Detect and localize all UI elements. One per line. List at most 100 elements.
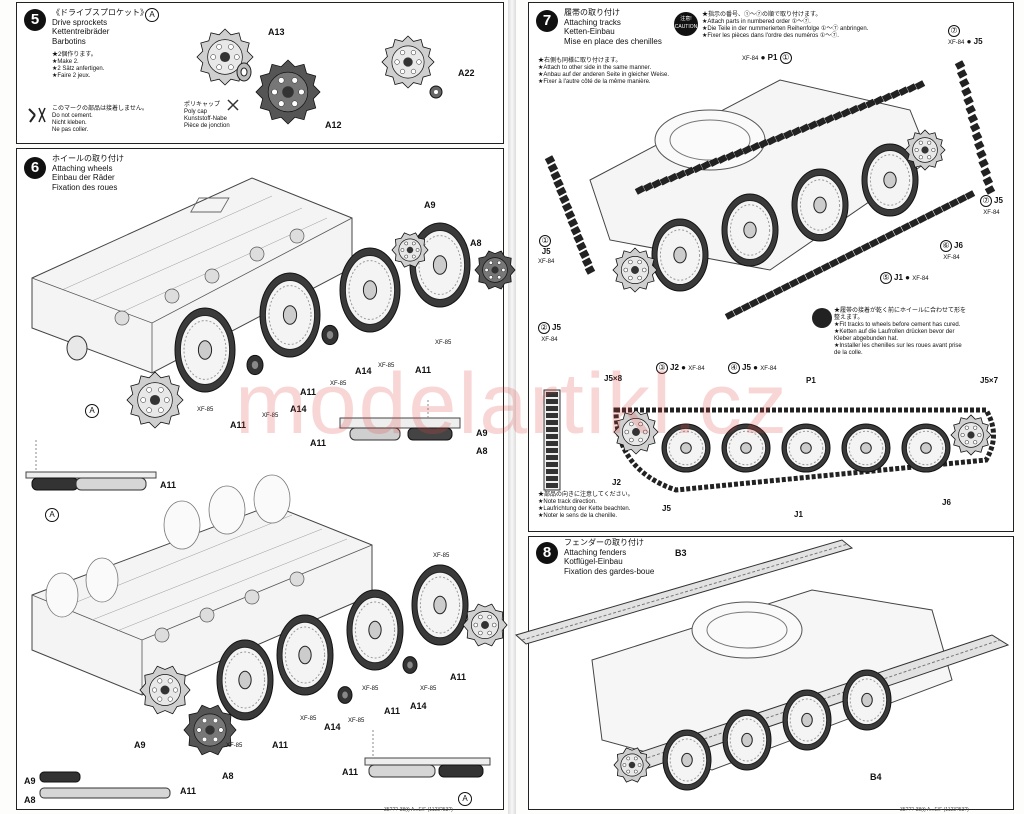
sprocket-a12-drawing [255, 59, 321, 125]
upper-label-a9: A9 [424, 200, 436, 210]
lower-inset-mark-a: A [458, 792, 472, 806]
j5-right-label: J5 [994, 196, 1003, 205]
upper-label-a14-1: A14 [355, 366, 372, 376]
wheels-lower [139, 564, 508, 756]
upper-label-a8: A8 [470, 238, 482, 248]
j5-left2-paint: XF-84 [541, 337, 558, 343]
j5-left1-label: J5 [541, 247, 551, 256]
footer-right: 35???·38(t) A...E/F (1123?53?) [900, 807, 969, 813]
upper-label-a11-2: A11 [415, 365, 432, 375]
upper-mark-a: A [85, 404, 99, 418]
j5-left2-label: J5 [552, 323, 561, 332]
side-j2: J2 [612, 478, 621, 487]
step5-make-note: ★2個作ります。 ★Make 2. ★2 Sätz anfertigen. ★F… [52, 52, 105, 79]
j5-mid-order: ④ [728, 362, 740, 374]
lower-left-inset [39, 771, 171, 799]
hull-drawing-upper [31, 177, 353, 374]
j5-right-order: ⑦ [980, 195, 992, 207]
lower-label-a8: A8 [222, 771, 234, 781]
small-gear-a22 [429, 85, 443, 99]
page-gutter [508, 0, 516, 814]
side-j6: J6 [942, 498, 951, 507]
j5-left1-order: ① [539, 235, 552, 247]
left-inset-a11: A11 [160, 480, 177, 490]
upper-paint-xf85-4: XF-85 [262, 413, 279, 419]
hull-drawing-lower [31, 474, 373, 696]
step5-polycap-note: ポリキャップ Poly cap Kunststoff-Nabe Pièce de… [184, 102, 230, 129]
label-b3: B3 [675, 548, 687, 558]
j5-top-label: J5 [973, 37, 983, 46]
lower-label-a11-2: A11 [384, 706, 401, 716]
side-j1: J1 [794, 510, 803, 519]
side-j5: J5 [662, 504, 671, 513]
tank-track-drawing [544, 60, 996, 320]
p1-label: P1 [767, 53, 778, 62]
upper-detail-inset [339, 400, 461, 441]
no-cement-icon [28, 107, 46, 123]
j1-paint: XF-84 [912, 276, 929, 282]
side-j5x8: J5×8 [604, 374, 623, 383]
j5-mid-label: J5 [742, 363, 751, 372]
step5-number: 5 [24, 9, 46, 31]
polycap-drawing [236, 62, 252, 82]
upper-paint-xf85-2: XF-85 [378, 363, 395, 369]
j5-top-order: ⑦ [948, 25, 960, 37]
label-a22: A22 [458, 68, 475, 78]
step7-number: 7 [536, 10, 558, 32]
step5-title: 《ドライブスプロケット》 Drive sprockets Kettentreib… [52, 8, 148, 46]
p1-paint: XF-84 [742, 56, 759, 62]
upper-label-a14-2: A14 [290, 404, 307, 414]
side-j5x7: J5×7 [980, 376, 999, 385]
lower-label-a9: A9 [134, 740, 146, 750]
fender-drawing [514, 539, 1010, 791]
j6-label: J6 [954, 241, 963, 250]
step5-cement-note: このマークの部品は接着しません。 Do not cement. Nicht kl… [52, 106, 148, 133]
polycap-icon [227, 99, 239, 111]
step7-caution-text: ★指示の番号、①〜⑦の順で取り付けます。 ★Attach parts in nu… [702, 12, 869, 39]
left-detail-inset [25, 440, 157, 491]
j5-left2-order: ② [538, 322, 550, 334]
lower-paint-xf85-6: XF-85 [226, 743, 243, 749]
step8-number: 8 [536, 542, 558, 564]
fit-note-icon [812, 308, 832, 328]
part-p1: XF-84 ● P1 ① [742, 52, 794, 64]
j5-right-paint: XF-84 [983, 210, 1000, 216]
inset-upper-a8: A8 [476, 446, 488, 456]
step7-other-side: ★右側も同様に取り付けます。 ★Attach to other side in … [538, 58, 670, 85]
inset-upper-a9: A9 [476, 428, 488, 438]
j2-paint: XF-84 [688, 366, 705, 372]
lower-inset-a11: A11 [342, 767, 359, 777]
upper-paint-xf85-3: XF-85 [330, 381, 347, 387]
lower-paint-xf85-3: XF-85 [362, 686, 379, 692]
step7-fit-note: ★履帯の接着が乾く前にホイールに合わせて形を 整えます。 ★Fit tracks… [834, 308, 967, 356]
step6-number: 6 [24, 157, 46, 179]
lower-paint-xf85-4: XF-85 [300, 716, 317, 722]
j6-paint: XF-84 [943, 255, 960, 261]
label-b4: B4 [870, 772, 882, 782]
lower-left-a8: A8 [24, 795, 36, 805]
j1-order: ⑤ [880, 272, 892, 284]
label-a12: A12 [325, 120, 342, 130]
lower-left-a9: A9 [24, 776, 36, 786]
lower-right-inset [364, 730, 491, 778]
upper-paint-xf85-1: XF-85 [435, 340, 452, 346]
j2-order: ③ [656, 362, 668, 374]
left-inset-mark-a: A [45, 508, 59, 522]
wheels-upper [126, 222, 516, 429]
lower-left-a11: A11 [180, 786, 197, 796]
sprocket-a22-drawing [381, 35, 435, 89]
side-p1: P1 [806, 376, 816, 385]
j6-order: ⑥ [940, 240, 952, 252]
j1-label: J1 [894, 273, 903, 282]
upper-label-a11-3: A11 [230, 420, 247, 430]
lower-label-a14-2: A14 [410, 701, 427, 711]
step5-mark: A [145, 8, 159, 22]
lower-label-a14-1: A14 [324, 722, 341, 732]
step7-direction-note: ★部品の向きに注意してください。 ★Note track direction. … [538, 492, 634, 519]
